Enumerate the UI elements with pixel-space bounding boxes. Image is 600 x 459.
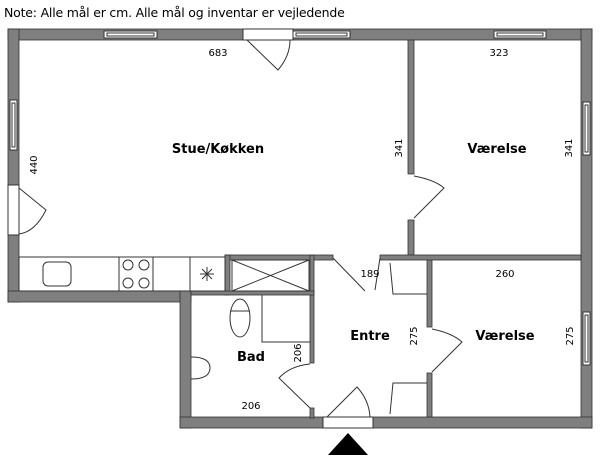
- dim-vaerelse2-width: 260: [495, 269, 514, 280]
- doors: [7, 28, 463, 429]
- sink-icon: [42, 261, 72, 287]
- windows: [9, 30, 591, 366]
- room-label-stue: Stue/Køkken: [172, 142, 264, 157]
- shower-icon: [231, 259, 310, 292]
- dim-entre-height: 275: [409, 326, 420, 345]
- dim-vaerelse1-height: 341: [564, 138, 575, 157]
- dim-stue-height: 440: [29, 155, 40, 174]
- toilet-icon: [229, 298, 251, 338]
- basin-icon: [190, 356, 211, 380]
- room-label-vaerelse-1: Værelse: [467, 142, 526, 157]
- kitchen-counter: [18, 256, 310, 380]
- entrance-arrow: [328, 433, 368, 455]
- room-label-vaerelse-2: Værelse: [475, 329, 534, 344]
- dim-stue-inner: 341: [394, 138, 405, 157]
- dim-vaerelse2-height: 275: [565, 326, 576, 345]
- dim-vaerelse1-width: 323: [489, 48, 508, 59]
- room-label-entre: Entre: [350, 329, 390, 344]
- dim-bad-width: 206: [241, 401, 260, 412]
- room-label-bad: Bad: [237, 350, 265, 365]
- dim-stue-width: 683: [208, 48, 227, 59]
- plan-note: Note: Alle mål er cm. Alle mål og invent…: [4, 5, 345, 20]
- stove-icon: [122, 259, 150, 289]
- dim-bad-height: 206: [293, 343, 304, 362]
- fan-icon: [200, 267, 214, 281]
- dim-entre-width: 189: [360, 269, 379, 280]
- walls: [7, 28, 593, 429]
